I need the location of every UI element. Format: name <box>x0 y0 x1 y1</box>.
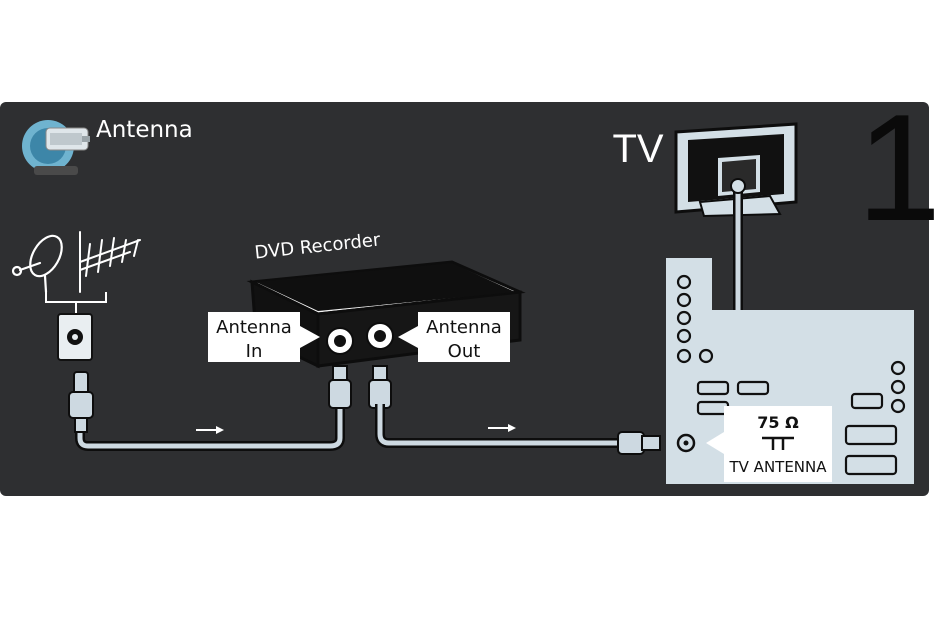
page-title: Antenna <box>96 117 193 143</box>
coax-plug-dvd-in <box>329 366 351 408</box>
step-number: 1 <box>857 83 942 253</box>
antenna-out-connector <box>367 323 393 349</box>
antenna-in-label-line2: In <box>246 341 263 362</box>
antenna-in-connector <box>327 328 353 354</box>
antenna-out-label-line1: Antenna <box>426 317 502 338</box>
antenna-in-label-line1: Antenna <box>216 317 292 338</box>
tv-antenna-impedance: 75 Ω <box>757 413 799 432</box>
tv-antenna-input-dot <box>731 179 745 193</box>
antenna-out-label-line2: Out <box>448 341 481 362</box>
wall-socket-icon <box>58 314 92 360</box>
tv-label: TV <box>612 127 663 171</box>
coax-plug-tv <box>618 432 660 454</box>
tv-antenna-label: TV ANTENNA <box>728 458 827 476</box>
coax-plug-dvd-out <box>369 366 391 408</box>
